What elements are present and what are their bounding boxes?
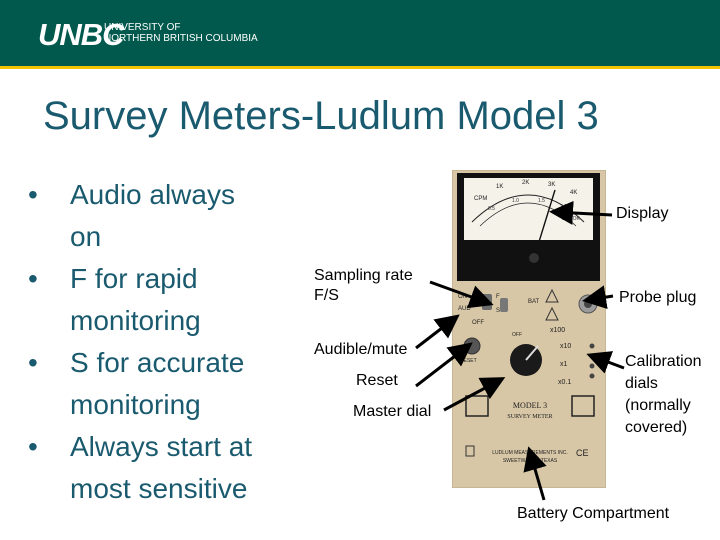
university-name: UNIVERSITY OF NORTHERN BRITISH COLUMBIA	[104, 22, 258, 44]
switch-label: AUD	[458, 306, 471, 312]
arrow-display	[549, 200, 613, 225]
header-accent-rule	[0, 66, 720, 69]
label-sampling-rate: Sampling rate F/S	[314, 267, 413, 304]
meter-scale-label: 3K	[548, 182, 555, 188]
bullet-dot: •	[28, 179, 38, 210]
range-label: x1	[560, 361, 568, 368]
range-off-label: OFF	[512, 332, 522, 338]
switch-label: F	[496, 294, 500, 300]
bullet-dot: •	[28, 347, 38, 378]
arrow-battery	[523, 446, 547, 501]
bat-label: BAT	[528, 299, 540, 305]
switch-label: S	[496, 308, 500, 314]
label-display: Display	[616, 205, 669, 222]
ce-mark: CE	[576, 448, 589, 458]
arrow-sampling	[429, 280, 494, 309]
meter-scale-label: CPM	[474, 196, 487, 202]
slide-title: Survey Meters-Ludlum Model 3	[43, 94, 599, 138]
arrow-audible	[415, 314, 460, 350]
survey-meter-photo: CPM 1K 2K 3K 4K 0.5 1.0 1.5 2.0 BAT OK O…	[452, 170, 606, 488]
logo-line-1: UNIVERSITY OF	[104, 22, 181, 33]
bullet-dot: •	[28, 263, 38, 294]
range-label: x10	[560, 343, 571, 350]
model-plate-line2: SURVEY METER	[507, 414, 552, 420]
meter-scale-number: 0.5	[488, 206, 495, 212]
meter-scale-label: 2K	[522, 180, 529, 186]
meter-scale-number: 1.0	[512, 198, 519, 204]
switch-label: ON	[458, 294, 467, 300]
label-probe-plug: Probe plug	[619, 289, 697, 306]
logo-line-2: NORTHERN BRITISH COLUMBIA	[104, 33, 258, 44]
arrow-calibration	[586, 351, 625, 374]
range-label: x0.1	[558, 379, 571, 386]
model-plate-line1: MODEL 3	[513, 401, 547, 410]
meter-scale-number: 1.5	[538, 198, 545, 204]
header-bar: UNBC UNIVERSITY OF NORTHERN BRITISH COLU…	[0, 0, 720, 66]
bullet-dot: •	[28, 431, 38, 462]
arrow-probe	[582, 285, 614, 310]
meter-scale-label: 4K	[570, 190, 577, 196]
label-audible-mute: Audible/mute	[314, 341, 408, 358]
meter-scale-label: 1K	[496, 184, 503, 190]
label-battery-compartment: Battery Compartment	[517, 505, 670, 522]
label-master-dial: Master dial	[353, 403, 432, 420]
label-calibration-dials: Calibration dials (normally covered)	[625, 353, 702, 436]
arrow-reset	[415, 342, 473, 388]
range-label: x100	[550, 327, 565, 334]
label-reset: Reset	[356, 372, 398, 389]
switch-label: OFF	[472, 320, 484, 326]
arrow-master-dial	[443, 377, 506, 412]
unbc-logo: UNBC	[38, 17, 125, 52]
